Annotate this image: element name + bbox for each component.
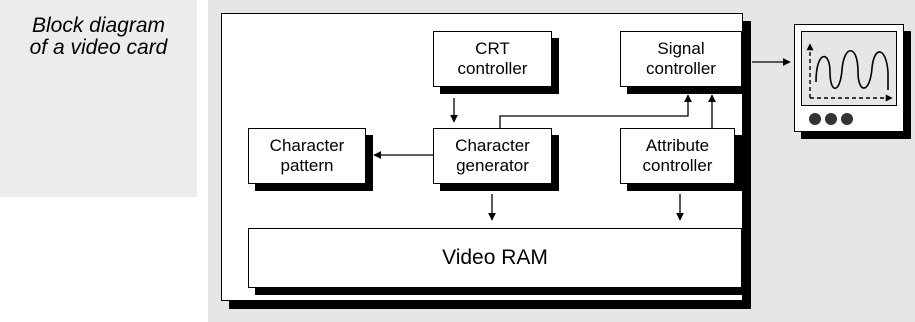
attribute-controller-block: Attribute controller bbox=[620, 128, 735, 184]
caption-panel: Block diagram of a video card bbox=[0, 0, 197, 197]
monitor-knob-1 bbox=[809, 113, 821, 125]
signal-controller-label-2: controller bbox=[646, 59, 716, 78]
attribute-controller-label-1: Attribute bbox=[645, 136, 710, 155]
crt-controller-label-2: controller bbox=[457, 59, 528, 78]
monitor-knob-3 bbox=[841, 113, 853, 125]
monitor-icon bbox=[794, 24, 904, 132]
character-pattern-label-2: pattern bbox=[280, 156, 334, 175]
character-generator-block: Character generator bbox=[433, 128, 552, 184]
caption-line-2: of a video card bbox=[29, 36, 168, 59]
caption-line-1: Block diagram bbox=[31, 14, 166, 37]
character-pattern-label-1: Character bbox=[269, 136, 345, 155]
character-generator-label-1: Character bbox=[455, 136, 530, 155]
signal-controller-label-1: Signal bbox=[657, 39, 705, 58]
crt-controller-label-1: CRT bbox=[475, 39, 510, 58]
video-ram-label: Video RAM bbox=[442, 246, 548, 269]
oscilloscope-screen bbox=[801, 31, 897, 106]
waveform-icon bbox=[806, 43, 893, 102]
video-ram-block: Video RAM bbox=[248, 228, 742, 288]
signal-controller-block: Signal controller bbox=[620, 31, 742, 87]
crt-controller-block: CRT controller bbox=[433, 31, 552, 87]
signal-wave bbox=[815, 50, 889, 90]
diagram-caption: Block diagram of a video card bbox=[6, 15, 191, 59]
monitor-knob-2 bbox=[825, 113, 837, 125]
attribute-controller-label-2: controller bbox=[642, 156, 713, 175]
character-generator-label-2: generator bbox=[456, 156, 529, 175]
character-pattern-block: Character pattern bbox=[248, 128, 366, 184]
